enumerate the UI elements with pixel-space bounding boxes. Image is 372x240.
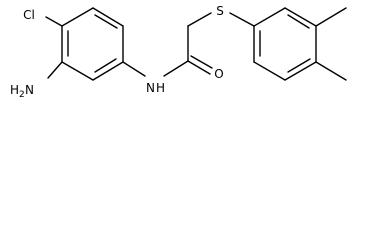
ring-b-double-bond	[287, 14, 310, 29]
carbonyl-double-bond	[187, 60, 211, 75]
ring-a-bond	[61, 7, 94, 27]
methyl-bond	[315, 61, 347, 81]
methyl-bond	[315, 7, 347, 27]
carbonyl-double-bond	[190, 55, 213, 69]
ring-b-bond	[284, 61, 317, 81]
ring-a-bond	[92, 61, 124, 81]
ring-a-bond	[92, 7, 124, 27]
amide-n-label: N	[146, 81, 155, 95]
ring-a-bond	[61, 61, 94, 81]
ring-b-bond	[253, 61, 286, 81]
sulfur-label: S	[216, 4, 224, 18]
amino-subscript-label: 2	[19, 90, 25, 100]
ring-b-bond	[253, 7, 286, 27]
amide-h-label: H	[156, 81, 165, 95]
c-nh-bond	[122, 61, 146, 77]
chlorine-label: Cl	[23, 8, 35, 22]
aniline-ring	[61, 7, 124, 81]
amino-n-label: N	[25, 83, 34, 97]
s-aryl-bond	[229, 12, 255, 27]
oxygen-label: O	[214, 67, 223, 81]
c-nh2-bond	[47, 61, 63, 79]
ch2-s-bond	[187, 12, 212, 27]
nh-carbonyl-bond	[163, 60, 189, 77]
ring-b-bond	[284, 7, 317, 27]
c-cl-bond	[45, 16, 63, 27]
amino-h-label: H	[10, 83, 19, 97]
dimethylphenyl-ring	[253, 7, 317, 81]
structure-diagram: Cl H 2 N N H O S	[10, 4, 347, 100]
ring-a-double-bond	[94, 14, 118, 29]
ring-b-double-bond	[287, 58, 311, 73]
ring-a-double-bond	[94, 58, 117, 73]
